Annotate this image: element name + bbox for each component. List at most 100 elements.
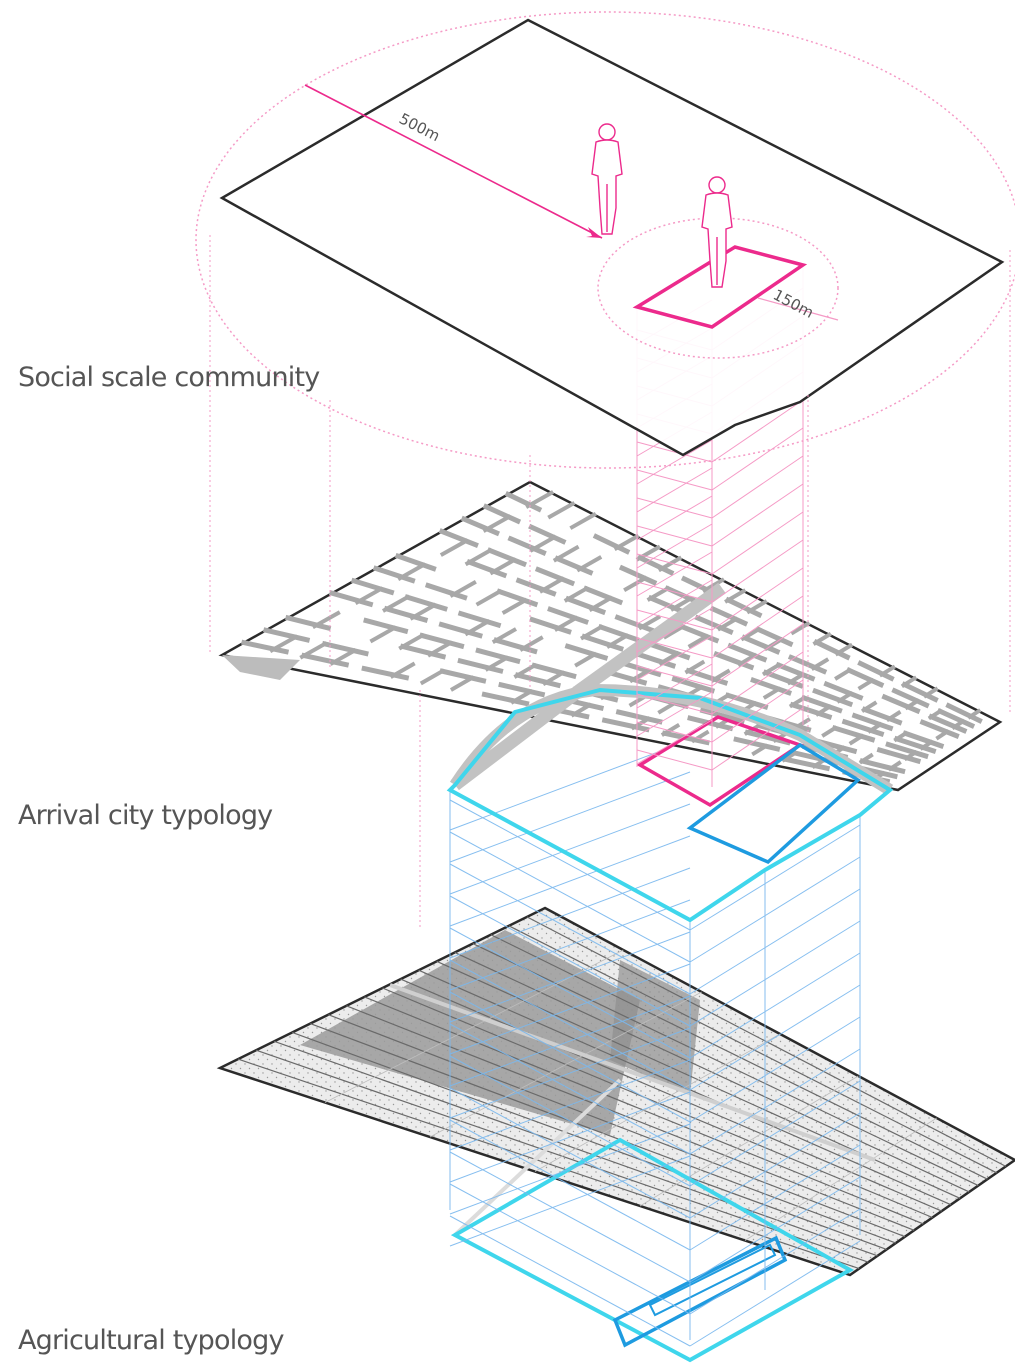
diagram-line [547, 606, 589, 625]
diagram-line [475, 647, 521, 665]
diagram-line [831, 725, 876, 743]
dimension-500m-arrowhead [586, 227, 602, 238]
diagram-line [669, 596, 694, 612]
arrival-city-street-blocks [241, 490, 983, 785]
diagram-line [635, 544, 661, 562]
diagram-line [449, 963, 691, 1055]
diagram-line [311, 610, 341, 630]
diagram-line [636, 607, 713, 653]
diagram-line [724, 596, 763, 619]
diagram-line [457, 657, 504, 674]
agricultural-cyan-block [450, 1137, 855, 1363]
diagram-line [755, 626, 794, 648]
diagram-line [570, 702, 593, 718]
diagram-line [449, 1055, 691, 1187]
diagram-line [689, 856, 861, 963]
diagram-line [638, 614, 662, 631]
diagram-line [848, 733, 865, 746]
diagram-line [761, 662, 782, 677]
diagram-line [841, 718, 885, 737]
diagram-line [449, 995, 691, 1087]
diagram-line [636, 525, 713, 547]
diagram-line [389, 661, 416, 679]
diagram-line [851, 712, 894, 732]
diagram-line [684, 659, 706, 675]
diagram-line [647, 594, 687, 616]
arrival-projection-column [449, 739, 861, 1347]
diagram-line [711, 651, 804, 715]
diagram-line [498, 681, 546, 698]
diagram-line [633, 650, 677, 669]
diagram-line [711, 427, 804, 491]
diagram-line [564, 643, 609, 661]
diagram-line [689, 1144, 861, 1251]
diagram-line [689, 1048, 861, 1155]
diagram-line [438, 528, 479, 549]
diagram-line [687, 633, 710, 649]
diagram-line [592, 533, 631, 555]
diagram-line [372, 565, 416, 584]
diagram-line [657, 555, 683, 573]
diagram-line [636, 497, 713, 519]
diagram-line [689, 1016, 861, 1123]
diagram-line [496, 588, 539, 608]
diagram-line [383, 605, 429, 623]
agricultural-blue-parcel-inner [648, 1243, 777, 1317]
diagram-line [710, 668, 731, 683]
diagram-line [501, 597, 528, 615]
diagram-line [525, 490, 555, 509]
diagram-line [636, 495, 713, 541]
diagram-line [823, 680, 864, 701]
diagram-line [711, 679, 804, 743]
diagram-line [811, 757, 828, 770]
diagram-line [836, 690, 854, 704]
diagram-line [919, 739, 934, 751]
diagram-line [475, 588, 503, 607]
diagram-line [711, 483, 804, 547]
diagram-line [689, 1080, 861, 1187]
diagram-line [513, 662, 538, 679]
diagram-line [449, 927, 691, 1059]
diagram-line [482, 503, 522, 525]
diagram-line [762, 686, 782, 700]
diagram-line [861, 706, 903, 726]
diagram-line [449, 831, 691, 963]
diagram-line [449, 991, 691, 1123]
diagram-line [504, 491, 543, 513]
diagram-line [689, 984, 861, 1091]
diagram-line [689, 888, 861, 995]
diagram-line [636, 467, 713, 513]
diagram-line [903, 749, 918, 762]
diagram-line [636, 749, 713, 771]
diagram-line [711, 707, 804, 771]
diagram-line [646, 585, 671, 602]
diagram-line [449, 1119, 691, 1251]
diagram-line [439, 538, 469, 557]
diagram-line [636, 719, 713, 765]
diagram-line [724, 692, 769, 710]
diagram-line [648, 641, 691, 661]
diagram-line [689, 824, 861, 931]
diagram-line [615, 709, 663, 725]
arrival-corner-block [222, 655, 300, 680]
diagram-line [449, 739, 691, 831]
diagram-line [361, 665, 410, 681]
diagram-line [597, 623, 640, 643]
diagram-line [529, 534, 557, 553]
diagram-line [636, 581, 713, 603]
diagram-line [534, 1033, 781, 1172]
diagram-line [876, 746, 922, 765]
diagram-line [867, 721, 883, 734]
diagram-line [554, 555, 594, 576]
diagram-line [658, 650, 680, 666]
diagram-line [613, 533, 640, 551]
diagram-line [466, 558, 508, 579]
diagram-line [788, 695, 807, 709]
diagram-line [493, 637, 538, 655]
diagram-line [484, 655, 510, 672]
diagram-line [701, 577, 726, 594]
layer-label-arrival: Arrival city typology [18, 800, 273, 831]
diagram-line [449, 1123, 691, 1215]
diagram-line [449, 803, 691, 895]
diagram-line [922, 686, 939, 699]
